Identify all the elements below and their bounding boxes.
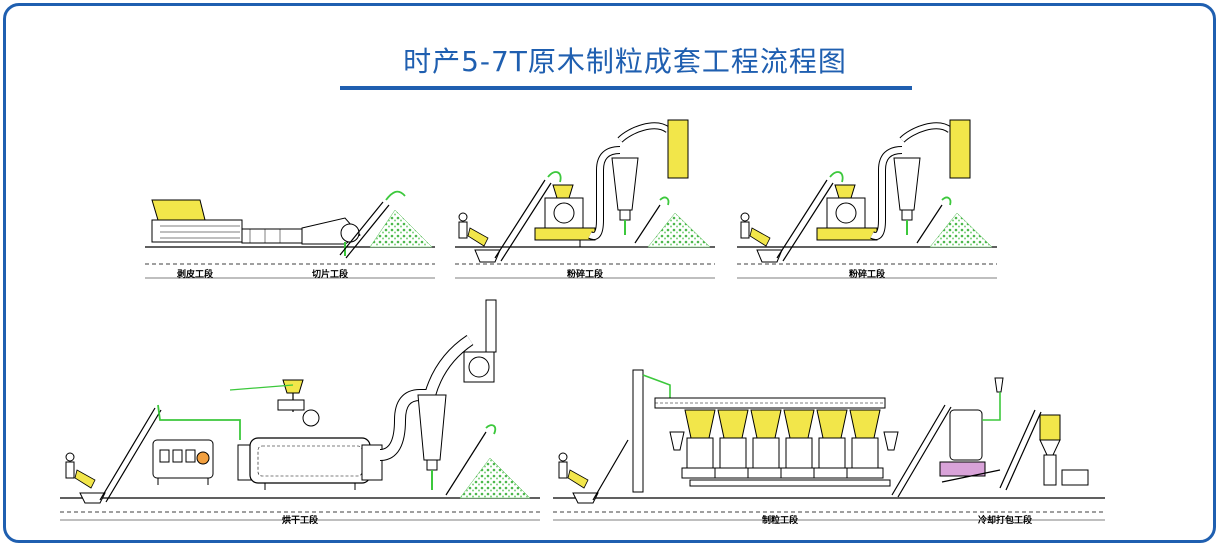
dryer-cyclone-duct [379, 335, 474, 490]
debark-chip-line [145, 190, 435, 265]
incline-conveyor-3 [99, 404, 241, 503]
label-debark: 剥皮工段 [177, 268, 214, 280]
worker-figure-2 [740, 212, 771, 247]
incline-conveyor-1b [634, 196, 670, 244]
label-chip: 切片工段 [312, 268, 349, 280]
chip-pile [369, 209, 433, 248]
hot-air-furnace [152, 439, 214, 485]
feed-pit-1 [474, 249, 501, 263]
screw-distributor [654, 397, 886, 409]
incline-conveyor-5 [891, 404, 952, 498]
cyclone-duct-2 [870, 122, 953, 240]
incline-conveyor-1 [494, 171, 562, 262]
rotary-drum-dryer [237, 437, 383, 490]
feed-pit-2 [756, 249, 783, 263]
hammer-mill-2 [816, 184, 878, 241]
chip-incline-conveyor [339, 190, 406, 259]
worker-figure-3 [65, 452, 96, 489]
dry-line [60, 299, 540, 513]
incline-conveyor-2 [776, 171, 844, 262]
bucket-elevator [632, 369, 671, 493]
page-title: 时产5-7T原木制粒成套工程流程图 [403, 45, 847, 78]
hammer-mill-1 [534, 184, 596, 247]
cyclone-duct-1 [588, 122, 671, 240]
drum-chipper [301, 217, 361, 256]
worker-figure-4 [558, 452, 589, 489]
counterflow-cooler [939, 377, 1004, 477]
vibrating-screen [941, 469, 1001, 483]
worker-figure-1 [458, 212, 489, 247]
sawdust-pile-2 [929, 212, 993, 248]
label-crush-1: 粉碎工段 [567, 268, 604, 280]
incline-conveyor-2b [916, 196, 952, 244]
sawdust-pile-1 [647, 212, 711, 248]
incline-conveyor-4 [592, 439, 629, 501]
bag-filter-1 [667, 119, 689, 179]
pellet-pack-line [553, 369, 1105, 513]
collect-conveyor [689, 479, 891, 487]
crush-line-2 [737, 119, 997, 265]
log-conveyor [241, 228, 303, 244]
title-underline [340, 86, 912, 90]
section-labels: 剥皮工段 切片工段 粉碎工段 粉碎工段 烘干工段 制粒工段 冷却打包工段 [60, 268, 1105, 526]
packing-scale [1039, 414, 1089, 486]
feed-pit-3 [79, 492, 106, 504]
dried-sawdust-pile [459, 457, 531, 499]
induced-draft-fan [463, 299, 497, 383]
debarker [151, 199, 243, 243]
feed-pit-4 [572, 492, 599, 504]
incline-conveyor-6 [999, 409, 1042, 491]
bag-filter-2 [949, 119, 971, 179]
incline-conveyor-3b [445, 424, 497, 496]
crush-line-1 [455, 119, 715, 265]
label-crush-2: 粉碎工段 [849, 268, 886, 280]
wet-feed-hopper [229, 379, 320, 427]
pellet-mills [669, 409, 899, 479]
